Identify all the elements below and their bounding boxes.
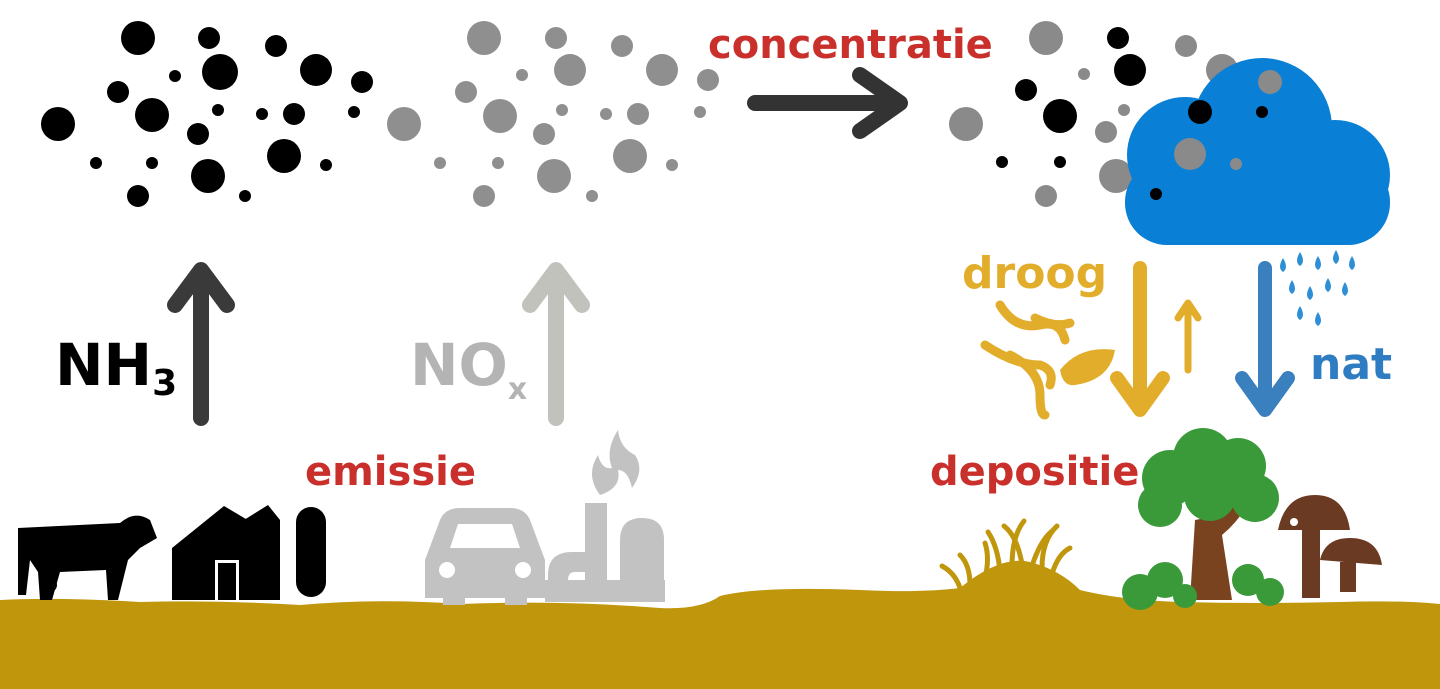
particle xyxy=(646,54,678,86)
raindrops-icon xyxy=(1280,250,1355,326)
particle xyxy=(1188,100,1212,124)
particle xyxy=(537,159,571,193)
particle xyxy=(1099,159,1133,193)
particle xyxy=(1035,185,1057,207)
particle xyxy=(434,157,446,169)
cloud-icon xyxy=(1125,58,1390,245)
concentration-particles xyxy=(949,21,1238,207)
particle xyxy=(1114,54,1146,86)
particle xyxy=(1029,21,1063,55)
wind-swirl-icon xyxy=(980,300,1075,420)
nox-label: NOx xyxy=(410,331,528,407)
particle xyxy=(351,71,373,93)
particle xyxy=(1230,158,1242,170)
particle xyxy=(212,104,224,116)
particle xyxy=(666,159,678,171)
car-icon xyxy=(425,508,545,605)
particle xyxy=(121,21,155,55)
nox-up-arrow-icon xyxy=(522,262,590,426)
particle xyxy=(198,27,220,49)
particle xyxy=(187,123,209,145)
particle xyxy=(320,159,332,171)
dry-up-arrow-icon xyxy=(1174,299,1202,374)
particle xyxy=(455,81,477,103)
particle xyxy=(545,27,567,49)
particle xyxy=(1118,104,1130,116)
particle xyxy=(492,157,504,169)
concentration-arrow-icon xyxy=(747,67,908,139)
particle xyxy=(300,54,332,86)
particle xyxy=(283,103,305,125)
particle xyxy=(127,185,149,207)
particle xyxy=(191,159,225,193)
particle xyxy=(135,98,169,132)
nat-label: nat xyxy=(1310,339,1393,390)
grass-icon xyxy=(939,518,1073,591)
particle xyxy=(1174,138,1206,170)
tree-icon xyxy=(1122,428,1284,610)
particle xyxy=(586,190,598,202)
particle xyxy=(627,103,649,125)
particle xyxy=(1054,156,1066,168)
barn-icon xyxy=(172,505,280,600)
particle xyxy=(387,107,421,141)
particle xyxy=(1150,188,1162,200)
particle xyxy=(694,106,706,118)
concentratie-label: concentratie xyxy=(708,22,993,68)
particle xyxy=(1015,79,1037,101)
particle xyxy=(613,139,647,173)
nh3-up-arrow-icon xyxy=(167,262,235,426)
droog-label: droog xyxy=(962,248,1108,299)
particle xyxy=(256,108,268,120)
nh3-particles xyxy=(41,21,373,207)
particle xyxy=(267,139,301,173)
nh3-label: NH3 xyxy=(55,331,178,404)
particle xyxy=(146,157,158,169)
flame-icon xyxy=(591,430,640,495)
particle xyxy=(600,108,612,120)
emissie-label: emissie xyxy=(305,449,476,495)
mushroom-icon xyxy=(1278,495,1382,598)
particle xyxy=(697,69,719,91)
ground xyxy=(0,560,1440,689)
particle xyxy=(202,54,238,90)
particle xyxy=(107,81,129,103)
particle xyxy=(41,107,75,141)
particle xyxy=(949,107,983,141)
particle xyxy=(348,106,360,118)
particle xyxy=(90,157,102,169)
wet-deposition-arrow-icon xyxy=(1235,261,1295,417)
particle xyxy=(556,104,568,116)
particle xyxy=(996,156,1008,168)
leaf-icon xyxy=(1060,349,1115,386)
particle xyxy=(611,35,633,57)
cloud-particles xyxy=(1150,70,1282,200)
particle xyxy=(533,123,555,145)
particle xyxy=(1043,99,1077,133)
particle xyxy=(516,69,528,81)
dry-deposition-arrow-icon xyxy=(1110,261,1170,417)
nox-particles xyxy=(387,21,719,207)
particle xyxy=(265,35,287,57)
particle xyxy=(1078,68,1090,80)
factory-icon xyxy=(545,503,665,602)
particle xyxy=(483,99,517,133)
particle xyxy=(467,21,501,55)
particle xyxy=(169,70,181,82)
particle xyxy=(1256,106,1268,118)
particle xyxy=(239,190,251,202)
particle xyxy=(1107,27,1129,49)
particle xyxy=(1258,70,1282,94)
depositie-label: depositie xyxy=(930,449,1140,495)
cow-icon xyxy=(18,515,157,600)
particle xyxy=(473,185,495,207)
silo-icon xyxy=(270,507,326,600)
particle xyxy=(1175,35,1197,57)
particle xyxy=(1095,121,1117,143)
particle xyxy=(554,54,586,86)
